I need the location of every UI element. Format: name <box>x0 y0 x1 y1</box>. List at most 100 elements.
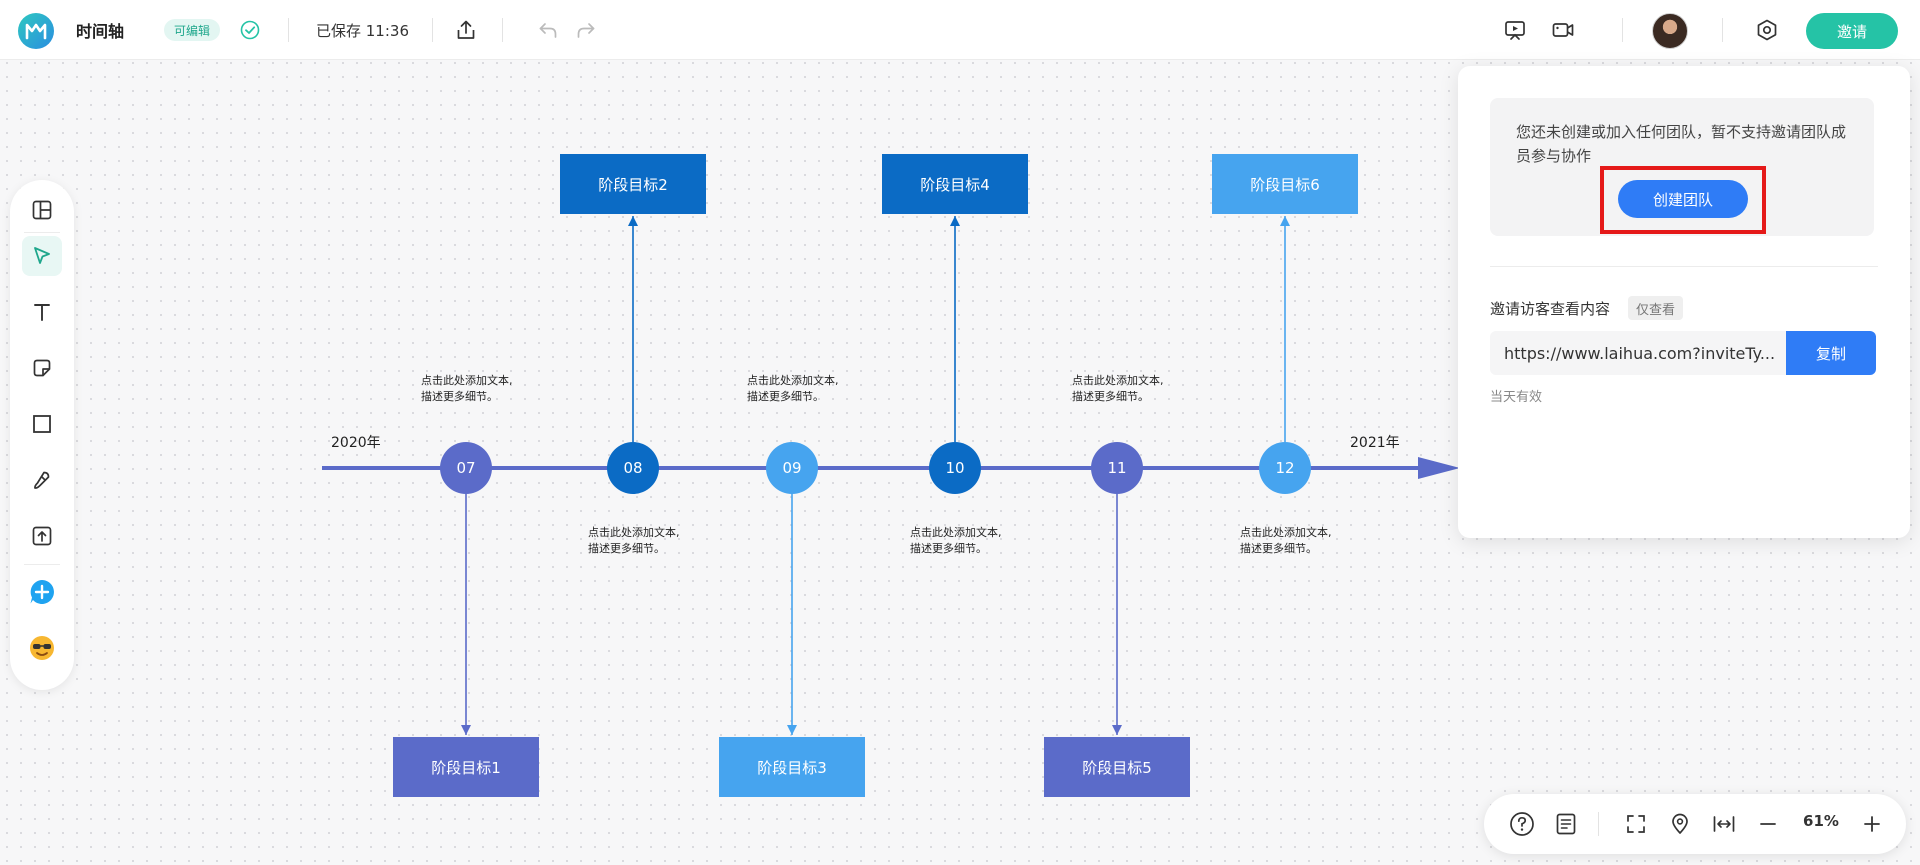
fit-width-icon <box>1713 816 1735 832</box>
stage-description[interactable]: 点击此处添加文本, 描述更多细节。 <box>1072 373 1212 405</box>
timeline-node[interactable]: 11 <box>1091 442 1143 494</box>
zoom-out-button[interactable] <box>1750 806 1786 842</box>
bottom-toolbar: 61% <box>1484 794 1906 854</box>
toolbar-divider <box>24 564 60 565</box>
share-icon <box>457 20 475 39</box>
plus-icon <box>1864 816 1880 832</box>
connector-arrow <box>1112 725 1122 735</box>
document-title[interactable]: 时间轴 <box>76 22 125 41</box>
timeline-node[interactable]: 12 <box>1259 442 1311 494</box>
description-line: 点击此处添加文本, <box>1072 374 1164 387</box>
description-line: 点击此处添加文本, <box>588 526 680 539</box>
divider <box>1722 18 1723 42</box>
description-line: 点击此处添加文本, <box>910 526 1002 539</box>
stage-goal-box[interactable]: 阶段目标6 <box>1212 154 1358 214</box>
user-avatar[interactable] <box>1652 13 1688 49</box>
rectangle-tool[interactable] <box>22 404 62 444</box>
divider <box>502 18 503 42</box>
share-export-button[interactable] <box>452 16 480 44</box>
emoji-tool[interactable] <box>22 628 62 668</box>
timeline-node[interactable]: 07 <box>440 442 492 494</box>
stage-description[interactable]: 点击此处添加文本, 描述更多细节。 <box>1240 525 1380 557</box>
description-line: 点击此处添加文本, <box>747 374 839 387</box>
minus-icon <box>1760 823 1776 825</box>
connector-arrow <box>628 216 638 226</box>
description-line: 描述更多细节。 <box>910 542 987 555</box>
add-comment-tool[interactable] <box>22 572 62 612</box>
toolbar-divider <box>24 232 60 233</box>
app-logo[interactable] <box>18 13 54 49</box>
connector-arrow <box>787 725 797 735</box>
view-only-badge[interactable]: 仅查看 <box>1628 296 1684 320</box>
left-toolbar <box>10 180 74 690</box>
team-notice-text: 您还未创建或加入任何团队，暂不支持邀请团队成员参与协作 <box>1516 123 1847 165</box>
presentation-button[interactable] <box>1500 15 1530 45</box>
notes-button[interactable] <box>1548 806 1584 842</box>
divider <box>288 18 289 42</box>
rectangle-icon <box>33 415 51 433</box>
stage-description[interactable]: 点击此处添加文本,描述更多细节。 <box>588 525 728 557</box>
fullscreen-button[interactable] <box>1618 806 1654 842</box>
start-year-label[interactable]: 2020年 <box>331 435 381 451</box>
invite-panel: 您还未创建或加入任何团队，暂不支持邀请团队成员参与协作 创建团队 邀请访客查看内… <box>1458 66 1910 538</box>
undo-icon <box>539 23 557 38</box>
stage-description[interactable]: 点击此处添加文本, 描述更多细节。 <box>747 373 887 405</box>
stage-goal-box[interactable]: 阶段目标1 <box>393 737 539 797</box>
select-tool[interactable] <box>22 236 62 276</box>
end-year-label[interactable]: 2021年 <box>1350 435 1400 451</box>
fit-width-button[interactable] <box>1706 806 1742 842</box>
connector-arrow <box>950 216 960 226</box>
stage-description[interactable]: 点击此处添加文本,描述更多细节。 <box>421 373 561 405</box>
stage-goal-box[interactable]: 阶段目标5 <box>1044 737 1190 797</box>
locate-button[interactable] <box>1662 806 1698 842</box>
zoom-level[interactable]: 61% <box>1803 812 1839 830</box>
copy-link-button[interactable]: 复制 <box>1786 331 1876 375</box>
timeline-connectors <box>322 216 1460 735</box>
saved-check-icon <box>239 19 261 41</box>
guest-invite-label: 邀请访客查看内容 <box>1490 300 1611 318</box>
invite-link-field[interactable]: https://www.laihua.com?inviteTy... <box>1490 331 1786 375</box>
description-line: 描述更多细节。 <box>747 390 824 403</box>
description-line: 点击此处添加文本, <box>1240 526 1332 539</box>
whiteboard-canvas[interactable]: 2020年 2021年 07 阶段目标1 点击此处添加文本, 描述更多细节。 08 阶段目… <box>0 60 1920 865</box>
create-team-button[interactable]: 创建团队 <box>1618 180 1748 218</box>
stage-goal-box[interactable]: 阶段目标2 <box>560 154 706 214</box>
fullscreen-icon <box>1627 815 1645 833</box>
edit-status-badge: 可编辑 <box>164 19 221 41</box>
sticky-note-tool[interactable] <box>22 348 62 388</box>
layout-tool[interactable] <box>22 190 62 230</box>
undo-button[interactable] <box>534 16 562 44</box>
text-tool[interactable] <box>22 292 62 332</box>
stage-goal-box[interactable]: 阶段目标3 <box>719 737 865 797</box>
video-icon <box>1552 23 1574 37</box>
timeline-arrowhead <box>1418 457 1460 479</box>
notes-icon <box>1556 813 1576 835</box>
link-validity-note: 当天有效 <box>1490 390 1543 405</box>
zoom-in-button[interactable] <box>1854 806 1890 842</box>
description-line: 描述更多细节。 <box>1072 390 1149 403</box>
pen-icon <box>34 471 50 489</box>
location-pin-icon <box>1672 813 1688 834</box>
divider <box>432 18 433 42</box>
panel-divider <box>1490 266 1878 267</box>
stage-goal-box[interactable]: 阶段目标4 <box>882 154 1028 214</box>
sticky-note-icon <box>33 359 51 377</box>
stage-description[interactable]: 点击此处添加文本, 描述更多细节。 <box>910 525 1050 557</box>
highlight-box <box>1600 166 1766 234</box>
connector-arrow <box>461 725 471 735</box>
upload-tool[interactable] <box>22 516 62 556</box>
pen-tool[interactable] <box>22 460 62 500</box>
timeline-node[interactable]: 10 <box>929 442 981 494</box>
presentation-icon <box>1505 21 1525 40</box>
settings-button[interactable] <box>1752 15 1782 45</box>
video-button[interactable] <box>1548 15 1578 45</box>
redo-button[interactable] <box>572 16 600 44</box>
help-button[interactable] <box>1504 806 1540 842</box>
help-icon <box>1510 812 1534 836</box>
timeline-node[interactable]: 09 <box>766 442 818 494</box>
invite-button[interactable]: 邀请 <box>1806 13 1898 49</box>
team-notice-box: 您还未创建或加入任何团队，暂不支持邀请团队成员参与协作 创建团队 <box>1490 98 1874 236</box>
description-line: 描述更多细节。 <box>1240 542 1317 555</box>
upload-icon <box>32 526 52 546</box>
timeline-node[interactable]: 08 <box>607 442 659 494</box>
